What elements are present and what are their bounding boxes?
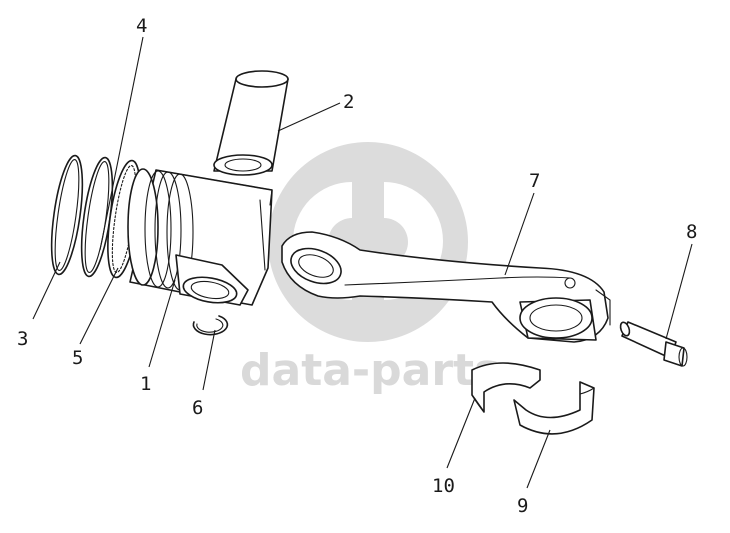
leader-line-4 xyxy=(99,36,144,251)
callout-snap-ring: 6 xyxy=(192,397,203,419)
callout-rod-bolt: 8 xyxy=(686,221,697,243)
snap-ring-drawing xyxy=(192,315,229,336)
callout-labels: 4 2 7 8 3 5 1 6 10 9 xyxy=(17,15,697,517)
leader-line-5 xyxy=(79,267,119,345)
leader-line-6 xyxy=(202,329,216,391)
watermark-text: data-parts xyxy=(240,345,500,396)
callout-bearing-shell-lower: 9 xyxy=(517,495,528,517)
leader-line-3 xyxy=(32,261,61,320)
leader-line-8 xyxy=(665,243,693,340)
leader-line-10 xyxy=(446,397,476,469)
callout-piston: 1 xyxy=(140,373,151,395)
leader-line-1 xyxy=(148,279,176,368)
rod-bolt-drawing xyxy=(619,321,688,367)
callout-compression-ring-top: 3 xyxy=(17,328,28,350)
piston-pin-drawing xyxy=(213,70,289,176)
callout-connecting-rod: 7 xyxy=(529,170,540,192)
leader-line-9 xyxy=(526,429,551,489)
ring-drawing-top xyxy=(50,154,84,276)
bearing-shell-lower-drawing xyxy=(513,381,595,435)
leader-line-7 xyxy=(504,192,535,276)
callout-bearing-shell-upper: 10 xyxy=(432,475,455,497)
bearing-shell-upper-drawing xyxy=(471,362,541,413)
callout-compression-ring-second: 4 xyxy=(136,15,147,37)
leader-line-2 xyxy=(277,102,341,132)
callout-piston-pin: 2 xyxy=(343,91,354,113)
connecting-rod-drawing xyxy=(281,231,611,343)
leader-lines xyxy=(32,36,693,489)
callout-oil-control-ring: 5 xyxy=(72,347,83,369)
piston-drawing xyxy=(127,168,273,306)
